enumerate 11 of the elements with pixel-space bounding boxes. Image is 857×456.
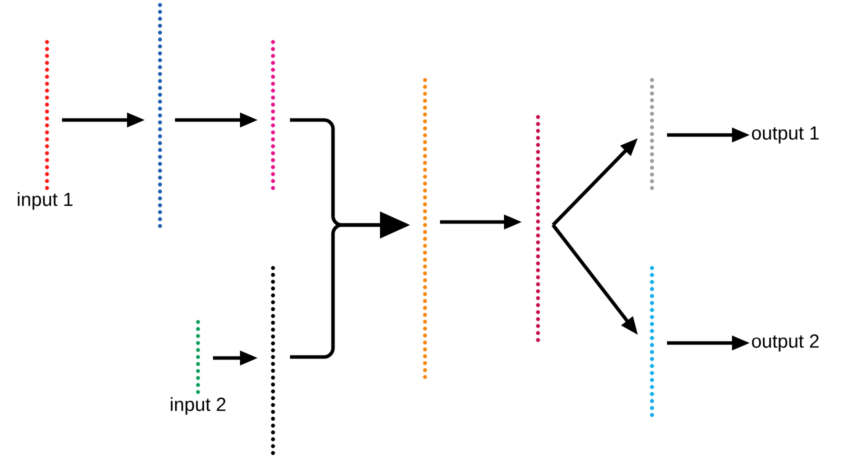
neuron-layer [650,266,654,417]
neuron-layer [271,40,275,190]
neuron-layer [536,115,540,342]
input-label: input 1 [18,192,72,210]
output-label: output 2 [752,334,819,352]
neuron-layer [423,78,427,379]
input-label: input 2 [170,397,226,415]
neuron-layer [158,3,162,228]
output-label: output 1 [752,126,819,144]
neuron-layer [650,78,654,190]
neuron-layer [271,266,275,455]
